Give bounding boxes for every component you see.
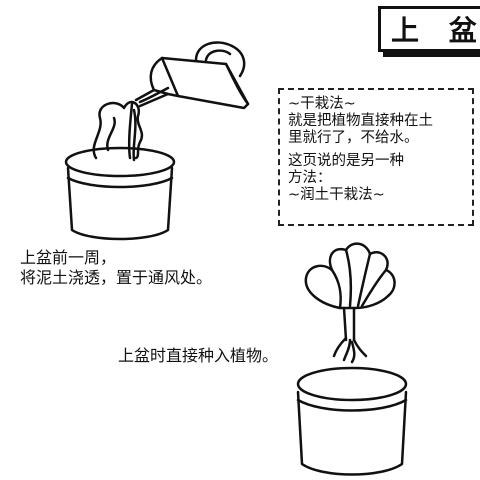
pot-body-2 — [296, 390, 408, 476]
kettle-body — [160, 56, 250, 110]
caption-line: 上盆时直接种入植物。 — [118, 346, 279, 365]
pot-body-1 — [66, 166, 174, 241]
note-box: ~干栽法~ 就是把植物直接种在土 里就行了，不给水。 这页说的是另一种 方法： … — [278, 88, 474, 226]
page-title: 上 盆 — [391, 14, 480, 47]
caption-line: 上盆前一周， — [20, 248, 117, 267]
step1-caption: 上盆前一周， 将泥土浇透，置于通风处。 — [20, 248, 212, 288]
note-line: 里就行了，不给水。 — [288, 130, 419, 146]
title-box: 上 盆 — [378, 6, 480, 52]
note-line: ~干栽法~ — [288, 96, 356, 112]
caption-line: 将泥土浇透，置于通风处。 — [20, 268, 213, 287]
note-line: ~润土干栽法~ — [288, 187, 385, 203]
note-line: 就是把植物直接种在土 — [288, 113, 433, 129]
pot-rim-1 — [64, 146, 176, 178]
note-line: 方法： — [288, 170, 332, 186]
steam-icon — [92, 100, 144, 160]
succulent-plant — [304, 242, 396, 364]
water-stream — [138, 86, 170, 104]
note-line: 这页说的是另一种 — [288, 153, 404, 169]
step2-caption: 上盆时直接种入植物。 — [118, 346, 278, 366]
pot-rim-2 — [296, 366, 408, 402]
kettle-handle — [194, 41, 246, 78]
